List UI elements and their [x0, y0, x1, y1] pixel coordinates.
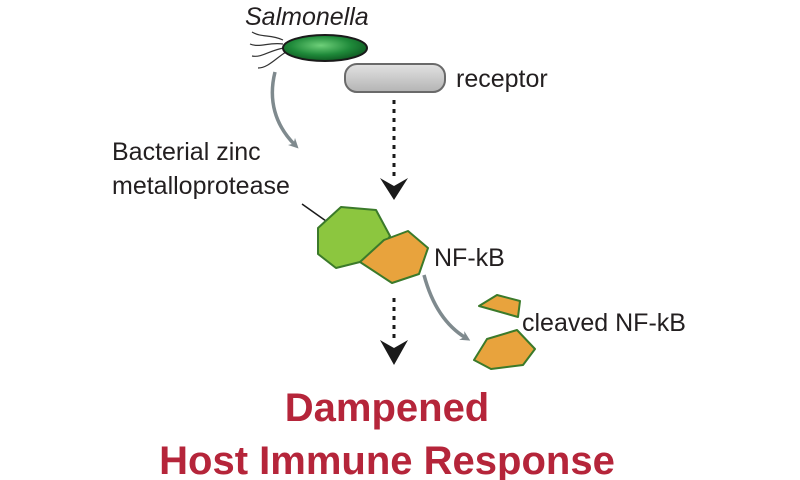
receptor-label: receptor	[456, 65, 548, 93]
nfkb-protein-icon	[359, 230, 429, 284]
nfkb-label: NF-kB	[434, 244, 505, 272]
receptor-icon	[344, 63, 446, 93]
complex-to-outcome-arrow	[380, 298, 408, 365]
bacterium-to-protease-arrow	[270, 71, 299, 149]
salmonella-bacterium-icon	[249, 31, 368, 69]
protease-leader-line	[301, 203, 327, 222]
cleaved-nfkb-fragments-icon	[473, 294, 536, 370]
protease-label-line1: Bacterial zinc	[112, 138, 261, 166]
receptor-to-complex-arrow	[380, 100, 408, 200]
salmonella-label: Salmonella	[245, 3, 369, 31]
outcome-line2: Host Immune Response	[159, 439, 615, 480]
nfkb-to-cleaved-arrow	[422, 274, 471, 341]
outcome-line1: Dampened	[285, 386, 490, 430]
cleaved-nfkb-label: cleaved NF-kB	[522, 309, 686, 337]
protease-label-line2: metalloprotease	[112, 172, 290, 200]
